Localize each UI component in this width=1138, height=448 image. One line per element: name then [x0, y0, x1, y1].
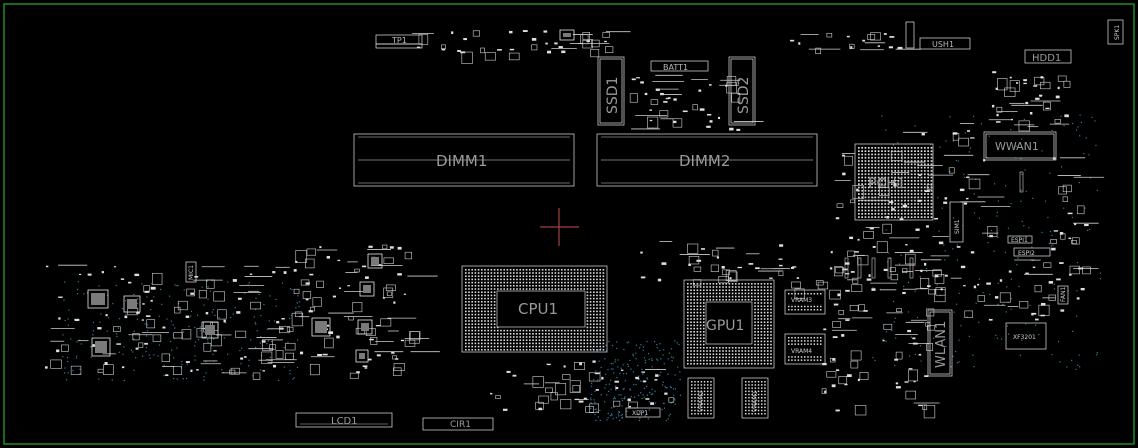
crosshair-cursor-icon — [540, 208, 579, 246]
vram1-grid — [745, 381, 766, 415]
fan1-label: FAN1 — [1060, 287, 1067, 302]
batt1-label: BATT1 — [663, 63, 688, 72]
espi1-header[interactable]: ESPI1 — [1007, 235, 1033, 244]
espi1-label: ESPI1 — [1011, 237, 1028, 244]
wwan1-label: WWAN1 — [995, 140, 1039, 153]
vram4-label: VRAM4 — [791, 348, 812, 355]
pch-grid — [858, 147, 933, 218]
xf3201-label: XF3201 — [1013, 334, 1036, 341]
ush1-connector[interactable]: USH1 — [905, 21, 971, 50]
xdp1-header[interactable]: XDP1 — [625, 407, 661, 418]
dimm2-label: DIMM2 — [679, 152, 730, 170]
cir1-label: CIR1 — [450, 420, 471, 430]
vram3-chip[interactable]: VRAM3 — [784, 289, 826, 315]
wwan1-slot[interactable]: WWAN1 — [983, 131, 1057, 161]
lcd1-label: LCD1 — [331, 416, 358, 427]
vram3-label: VRAM3 — [791, 297, 812, 304]
tp1-connector[interactable]: TP1 — [375, 34, 423, 49]
vram2-label: VRAM2 — [698, 391, 705, 412]
cir1-connector[interactable]: CIR1 — [422, 417, 494, 431]
ssd2-label: SSD2 — [736, 77, 752, 114]
sim1-slot[interactable]: SIM1 — [949, 201, 964, 243]
pch1-label: PCH1 — [868, 176, 906, 192]
ush1-label: USH1 — [932, 40, 954, 49]
wlan1-label: WLAN1 — [934, 321, 949, 368]
dimm1-slot[interactable]: DIMM1 — [353, 133, 575, 187]
component-clusters — [45, 29, 1105, 419]
ssd2-slot[interactable]: SSD2 — [728, 56, 756, 126]
cpu1-label: CPU1 — [518, 300, 558, 318]
xdp1-label: XDP1 — [632, 410, 648, 417]
cpu-grid — [465, 269, 605, 351]
tp1-label: TP1 — [391, 36, 407, 45]
ssd1-label: SSD1 — [605, 77, 621, 114]
mic1-header[interactable]: MIC1 — [185, 261, 197, 283]
lcd1-connector[interactable]: LCD1 — [295, 412, 393, 428]
gpu-grid — [687, 283, 772, 365]
espi2-header[interactable]: ESPI2 — [1013, 247, 1051, 257]
sim1-label: SIM1 — [954, 219, 961, 234]
espi2-label: ESPI2 — [1018, 250, 1035, 257]
xf3201-chip[interactable]: XF3201 — [1005, 322, 1047, 350]
vram1-chip[interactable]: VRAM1 — [741, 377, 769, 419]
vram4-chip[interactable]: VRAM4 — [784, 333, 826, 365]
fan1-header[interactable]: FAN1 — [1057, 285, 1069, 305]
pch1-chip[interactable]: PCH1 — [854, 143, 934, 221]
hdd1-connector[interactable]: HDD1 — [1024, 49, 1072, 64]
ssd1-slot[interactable]: SSD1 — [597, 56, 625, 126]
hdd1-label: HDD1 — [1032, 53, 1061, 64]
vram1-label: VRAM1 — [752, 391, 759, 412]
gpu1-chip[interactable]: GPU1 — [683, 279, 775, 369]
mic1-label: MIC1 — [188, 265, 195, 280]
cpu1-chip[interactable]: CPU1 — [461, 265, 608, 353]
spk1-label: SPK1 — [1114, 25, 1121, 40]
vram2-grid — [691, 381, 712, 415]
vram2-chip[interactable]: VRAM2 — [687, 377, 715, 419]
spk1-connector[interactable]: SPK1 — [1107, 19, 1124, 45]
dimm1-label: DIMM1 — [436, 152, 487, 170]
batt1-connector[interactable]: BATT1 — [650, 60, 709, 72]
gpu1-label: GPU1 — [706, 318, 744, 334]
dimm2-slot[interactable]: DIMM2 — [596, 133, 818, 187]
